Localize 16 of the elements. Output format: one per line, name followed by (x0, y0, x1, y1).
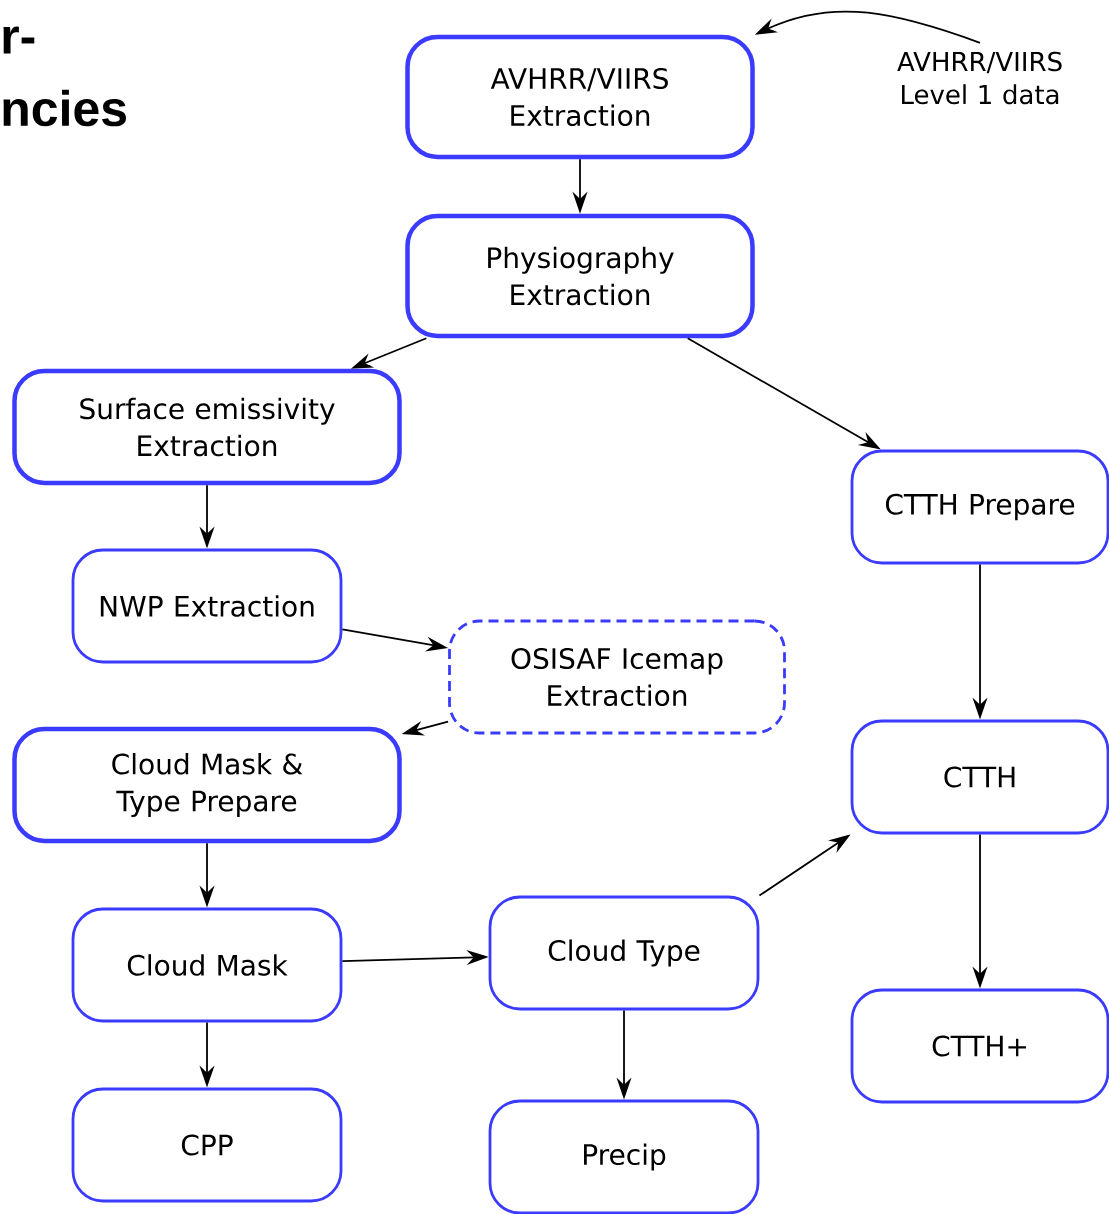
process-box: Physiography Extraction (405, 213, 755, 339)
title-fragment: ncies (3, 89, 126, 127)
process-box: Precip (488, 1099, 760, 1214)
process-box: CTTH (850, 719, 1109, 835)
process-box: Cloud Type (488, 895, 760, 1011)
process-box: CPP (71, 1087, 343, 1203)
input-label: AVHRR/VIIRS Level 1 data (897, 51, 1062, 105)
process-box: CTTH+ (850, 988, 1109, 1104)
process-box: AVHRR/VIIRS Extraction (405, 34, 755, 160)
process-box: Cloud Mask (71, 907, 343, 1023)
optional-process-box: OSISAF Icemap Extraction (448, 619, 786, 735)
process-box: Cloud Mask & Type Prepare (12, 726, 402, 844)
process-box: Surface emissivity Extraction (12, 368, 402, 486)
process-box: CTTH Prepare (850, 449, 1109, 565)
title-fragment: r- (3, 26, 35, 54)
process-box: NWP Extraction (71, 548, 343, 664)
